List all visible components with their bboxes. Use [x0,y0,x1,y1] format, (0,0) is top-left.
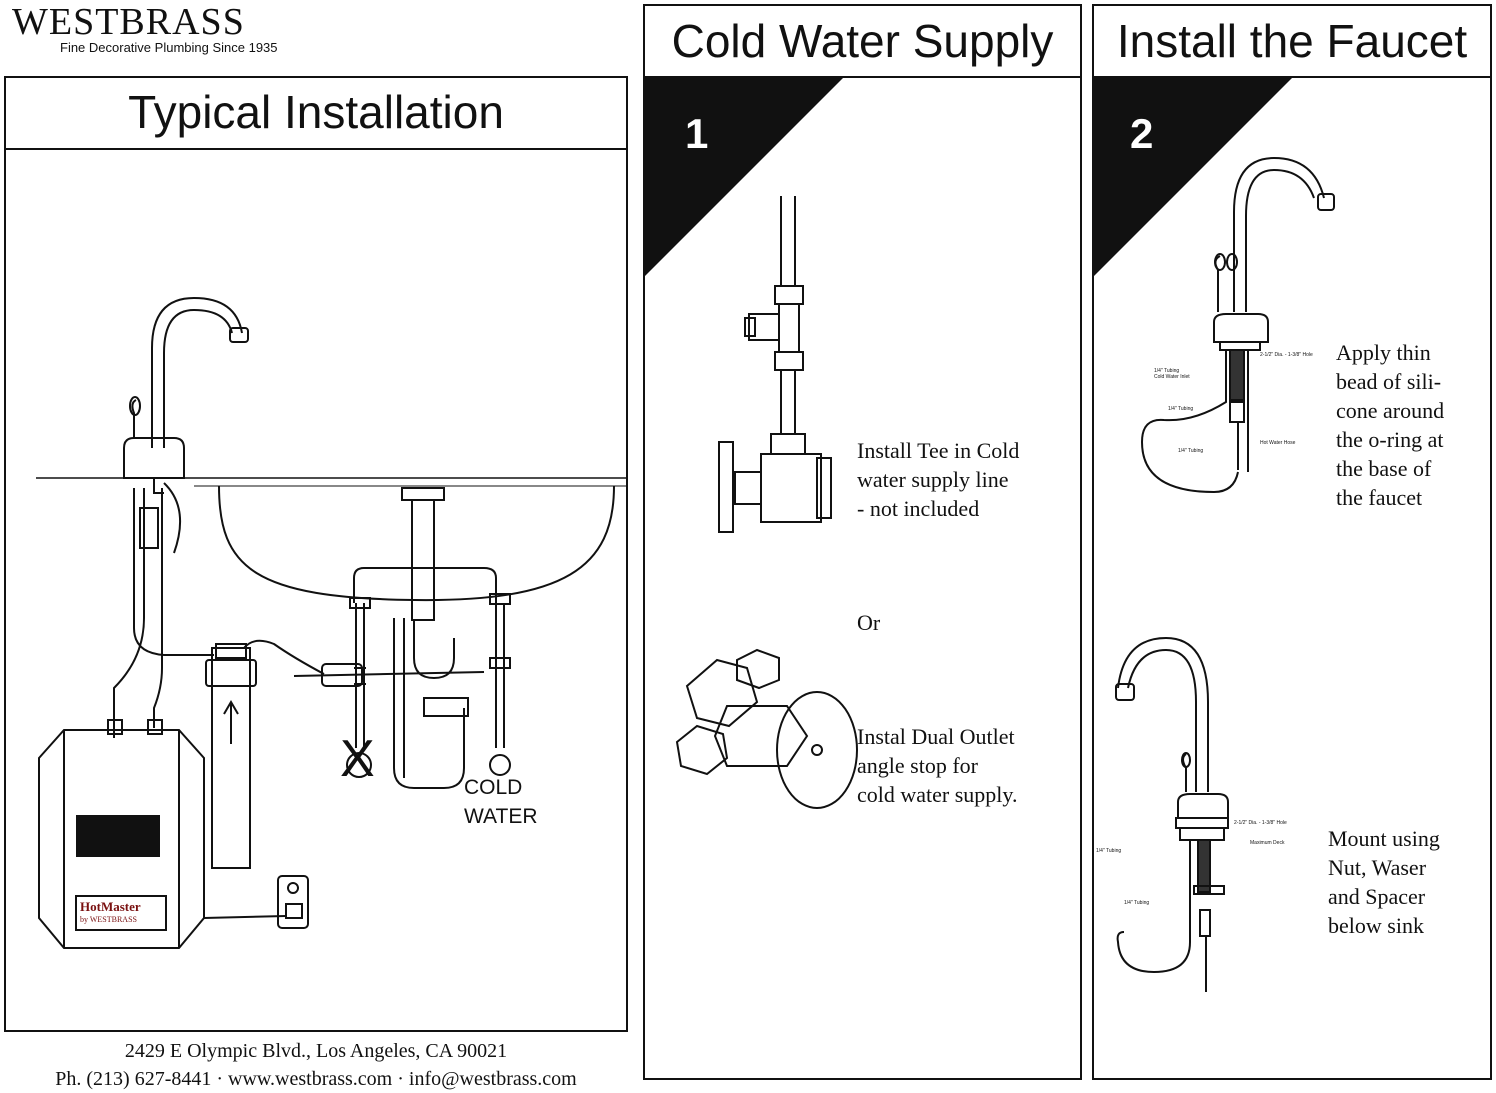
note-apply-silicone-line-1: Apply thin [1336,340,1431,365]
cold-water-label-line-2: WATER [464,805,538,828]
heater-brand-label: HotMaster by WESTBRASS [80,900,141,926]
svg-text:2-1/2" Dia. - 1-3/8" Hole: 2-1/2" Dia. - 1-3/8" Hole [1260,352,1313,358]
svg-text:Hot Water Hose: Hot Water Hose [1260,440,1296,446]
install-faucet-title: Install the Faucet [1094,6,1490,78]
tee-fitting-illustration [718,196,832,533]
note-apply-silicone: Apply thin bead of sili- cone around the… [1336,338,1444,512]
note-mount-line-4: below sink [1328,913,1424,938]
typical-installation-title: Typical Installation [6,78,626,150]
note-apply-silicone-line-4: the o-ring at [1336,427,1444,452]
step-banner-1 [645,78,843,276]
step-number-1: 1 [685,110,709,157]
note-apply-silicone-line-6: the faucet [1336,485,1423,510]
note-install-tee: Install Tee in Cold water supply line - … [857,436,1019,523]
note-dual-outlet-line-1: Instal Dual Outlet [857,724,1015,749]
brand-logo: WESTBRASS Fine Decorative Plumbing Since… [12,2,278,55]
footer-address: 2429 E Olympic Blvd., Los Angeles, CA 90… [124,1040,508,1062]
note-mount-line-1: Mount using [1328,826,1440,851]
svg-text:1/4" Tubing: 1/4" Tubing [1124,900,1149,906]
heater-sub-label: by WESTBRASS [80,915,137,924]
note-dual-outlet: Instal Dual Outlet angle stop for cold w… [857,722,1017,809]
note-mount-line-3: and Spacer [1328,884,1426,909]
brand-name: WESTBRASS [12,1,245,43]
x-mark: X [340,730,375,788]
faucet-top-illustration: 1/4" Tubing Cold Water Inlet 2-1/2" Dia.… [1140,156,1335,494]
step-number-2: 2 [1130,110,1154,157]
footer-contact: Ph. (213) 627-8441 · www.westbrass.com ·… [55,1068,577,1090]
step-banner-2 [1094,78,1292,276]
svg-text:2-1/2" Dia. - 1-3/8" Hole: 2-1/2" Dia. - 1-3/8" Hole [1234,820,1287,826]
svg-text:1/4" Tubing: 1/4" Tubing [1096,848,1121,854]
svg-text:Cold Water Inlet: Cold Water Inlet [1154,374,1190,380]
note-dual-outlet-line-3: cold water supply. [857,782,1018,807]
cold-water-supply-panel: Cold Water Supply 1 Install Tee in Cold … [643,4,1082,1080]
note-apply-silicone-line-5: the base of [1336,456,1432,481]
note-install-tee-line-3: - not included [857,496,980,521]
note-mount-line-2: Nut, Waser [1328,855,1427,880]
note-apply-silicone-line-3: cone around [1336,398,1445,423]
typical-installation-illustration [36,296,626,949]
note-install-tee-line-1: Install Tee in Cold [857,438,1020,463]
cold-water-supply-title: Cold Water Supply [645,6,1080,78]
note-mount: Mount using Nut, Waser and Spacer below … [1328,824,1440,940]
brand-tagline: Fine Decorative Plumbing Since 1935 [60,40,278,55]
typical-installation-panel: Typical Installation [4,76,628,1032]
faucet-mount-illustration: 2-1/2" Dia. - 1-3/8" Hole Maximum Deck 1… [1096,636,1287,992]
install-faucet-panel: Install the Faucet 2 1/4" Tubing Cold Wa… [1092,4,1492,1080]
note-dual-outlet-line-2: angle stop for [857,753,978,778]
note-install-tee-line-2: water supply line [857,467,1009,492]
or-label: Or [857,610,881,635]
svg-text:1/4" Tubing: 1/4" Tubing [1168,406,1193,412]
heater-label: HotMaster [80,899,141,914]
svg-text:1/4" Tubing: 1/4" Tubing [1154,368,1179,374]
dual-outlet-angle-stop-illustration [675,648,858,809]
svg-text:1/4" Tubing: 1/4" Tubing [1178,448,1203,454]
note-apply-silicone-line-2: bead of sili- [1336,369,1442,394]
svg-text:Maximum Deck: Maximum Deck [1250,840,1285,846]
cold-water-label-line-1: COLD [464,776,523,799]
